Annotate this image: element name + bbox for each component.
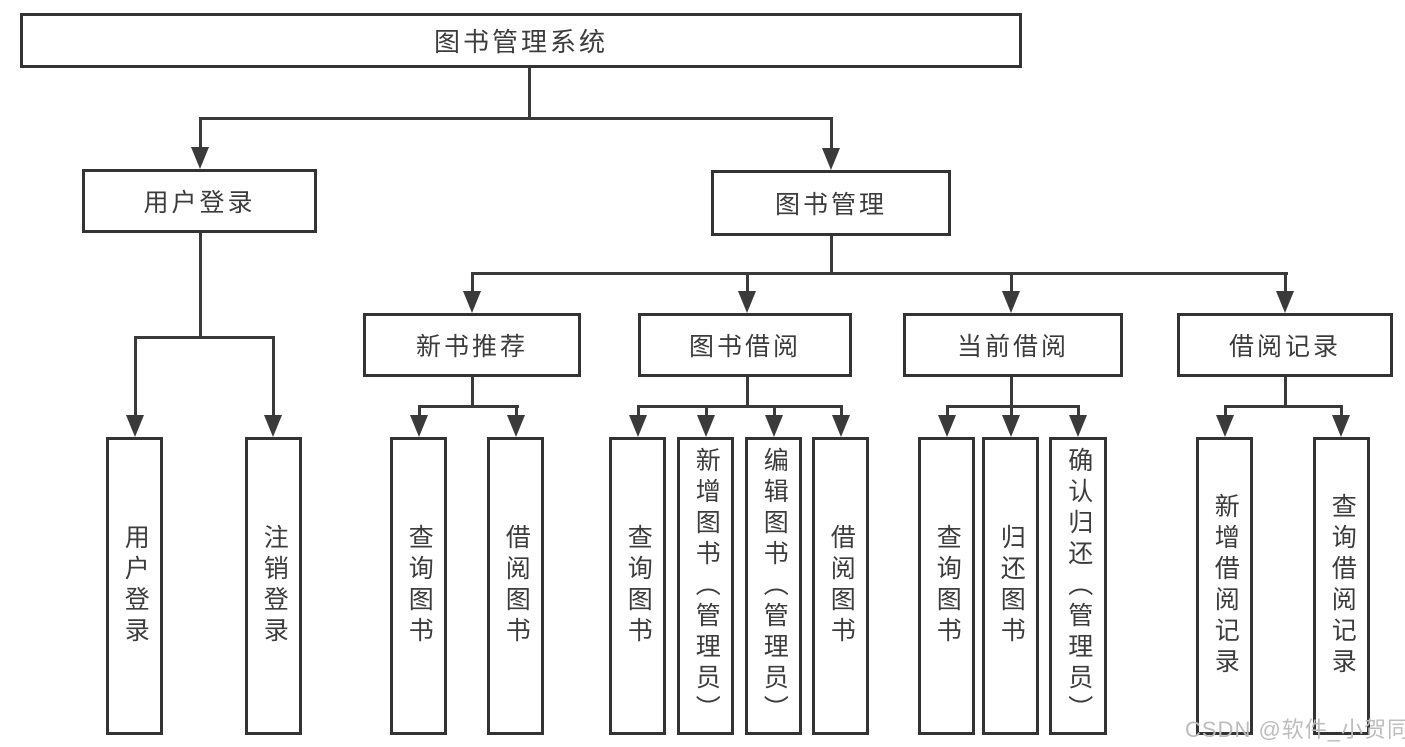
node-borrow-records-label: 借阅记录 [1228, 333, 1341, 361]
leaf-logout-label: 注销登录 [260, 524, 289, 648]
leaf-br-query-record: 查询借阅记录 [1313, 437, 1370, 735]
connector-root-drop [528, 68, 531, 119]
leaf-nb-query-books-label: 查询图书 [405, 524, 434, 648]
arrow-to-bb-add [697, 415, 715, 437]
csdn-watermark: CSDN @软件_小贺同学 [1185, 717, 1405, 742]
leaf-nb-query-books: 查询图书 [390, 437, 447, 735]
leaf-br-add-record: 新增借阅记录 [1196, 437, 1253, 735]
leaf-cb-return-books: 归还图书 [982, 437, 1039, 735]
connector-stem-current-borrow [1010, 272, 1013, 293]
leaf-bb-borrow-books: 借阅图书 [812, 437, 869, 735]
arrow-to-cb-return [1002, 415, 1020, 437]
leaf-bb-edit-books-admin: 编辑图书（管理员） [745, 437, 802, 735]
leaf-bb-borrow-books-label: 借阅图书 [827, 524, 856, 648]
node-book-borrow: 图书借阅 [638, 313, 852, 377]
leaf-bb-edit-books-admin-label: 编辑图书（管理员） [760, 446, 789, 726]
node-current-borrow: 当前借阅 [903, 313, 1123, 377]
node-new-book-recommend-label: 新书推荐 [415, 333, 528, 361]
connector-book-borrow-horizontal [637, 405, 843, 408]
arrow-to-bb-borrow [832, 415, 850, 437]
arrow-to-current-borrow [1002, 291, 1020, 313]
arrow-to-nb-query [410, 415, 428, 437]
leaf-logout: 注销登录 [245, 437, 302, 735]
connector-stem-bb-edit [773, 405, 776, 418]
leaf-nb-borrow-books-label: 借阅图书 [502, 524, 531, 648]
leaf-cb-confirm-return-admin: 确认归还（管理员） [1049, 437, 1107, 735]
node-book-management: 图书管理 [711, 170, 951, 236]
leaf-nb-borrow-books: 借阅图书 [487, 437, 544, 735]
connector-level2-horizontal [471, 272, 1288, 275]
connector-user-login-horizontal [134, 336, 275, 339]
connector-stem-new-books [471, 272, 474, 293]
arrow-to-new-books [463, 291, 481, 313]
leaf-bb-query-books-label: 查询图书 [624, 524, 653, 648]
node-user-login: 用户登录 [82, 169, 317, 233]
arrow-to-bb-edit [765, 415, 783, 437]
connector-stem-leaf-login [134, 336, 137, 417]
connector-level1-horizontal [199, 117, 833, 120]
leaf-br-add-record-label: 新增借阅记录 [1211, 493, 1240, 679]
arrow-to-cb-confirm [1069, 415, 1087, 437]
arrow-to-bb-query [629, 415, 647, 437]
leaf-user-login-label: 用户登录 [121, 524, 150, 648]
connector-stem-leaf-logout [272, 336, 275, 417]
node-new-book-recommend: 新书推荐 [363, 313, 581, 377]
arrow-to-nb-borrow [507, 415, 525, 437]
arrow-to-cb-query [938, 415, 956, 437]
connector-stem-br-query [1340, 405, 1343, 418]
connector-new-books-horizontal [418, 405, 519, 408]
connector-stem-bb-add [705, 405, 708, 418]
arrow-to-leaf-login [126, 415, 144, 437]
connector-stem-cb-query [946, 405, 949, 418]
connector-book-borrow-drop [746, 377, 749, 408]
leaf-cb-confirm-return-admin-label: 确认归还（管理员） [1064, 446, 1093, 726]
connector-stem-cb-return [1010, 405, 1013, 418]
leaf-cb-query-books: 查询图书 [918, 437, 975, 735]
node-book-borrow-label: 图书借阅 [688, 333, 801, 361]
connector-stem-bb-borrow [840, 405, 843, 418]
connector-book-management-drop [830, 236, 833, 275]
arrow-to-book-management [822, 148, 840, 170]
connector-stem-nb-borrow [515, 405, 518, 418]
leaf-bb-add-books-admin-label: 新增图书（管理员） [692, 446, 721, 726]
connector-stem-br-add [1224, 405, 1227, 418]
arrow-to-borrow-records [1276, 291, 1294, 313]
connector-stem-cb-confirm [1077, 405, 1080, 418]
node-library-system: 图书管理系统 [20, 13, 1022, 68]
arrow-to-br-add [1216, 415, 1234, 437]
connector-borrow-records-horizontal [1224, 405, 1343, 408]
leaf-bb-query-books: 查询图书 [609, 437, 666, 735]
connector-user-login-drop [199, 233, 202, 338]
node-book-management-label: 图书管理 [774, 191, 887, 219]
connector-stem-user-login [199, 117, 202, 149]
connector-current-borrow-horizontal [946, 405, 1080, 408]
node-borrow-records: 借阅记录 [1177, 313, 1393, 377]
node-library-system-label: 图书管理系统 [433, 27, 608, 57]
arrow-to-br-query [1332, 415, 1350, 437]
node-user-login-label: 用户登录 [143, 189, 256, 217]
connector-stem-bb-query [637, 405, 640, 418]
leaf-bb-add-books-admin: 新增图书（管理员） [677, 437, 734, 735]
arrow-to-book-borrow [738, 291, 756, 313]
connector-borrow-records-drop [1284, 377, 1287, 408]
arrow-to-user-login [191, 147, 209, 169]
connector-new-books-drop [471, 377, 474, 408]
node-current-borrow-label: 当前借阅 [956, 333, 1069, 361]
connector-stem-book-borrow [746, 272, 749, 293]
leaf-br-query-record-label: 查询借阅记录 [1328, 493, 1357, 679]
connector-current-borrow-drop [1010, 377, 1013, 408]
leaf-cb-query-books-label: 查询图书 [933, 524, 962, 648]
connector-stem-book-management [830, 117, 833, 150]
leaf-user-login: 用户登录 [106, 437, 163, 735]
connector-stem-nb-query [418, 405, 421, 418]
leaf-cb-return-books-label: 归还图书 [997, 524, 1026, 648]
arrow-to-leaf-logout [264, 415, 282, 437]
connector-stem-borrow-records [1284, 272, 1287, 293]
